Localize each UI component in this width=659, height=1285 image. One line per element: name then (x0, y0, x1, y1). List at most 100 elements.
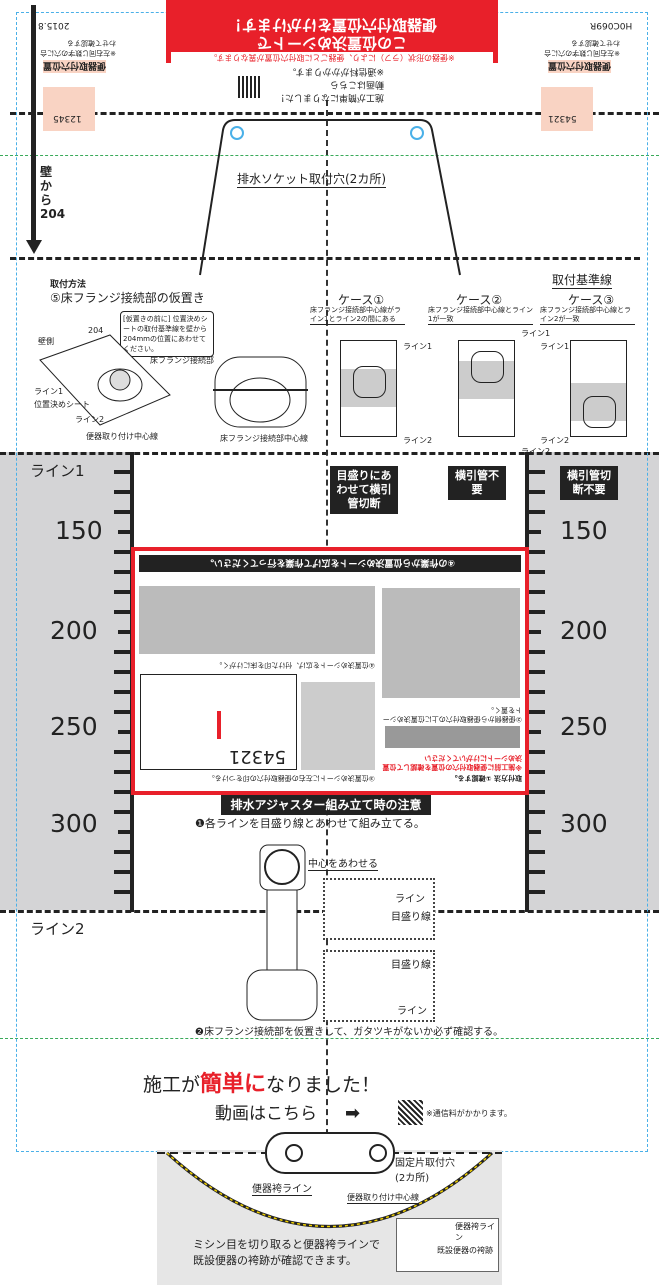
ruler-tick (114, 890, 130, 894)
case-line1-label: ライン1 (403, 342, 433, 351)
top-promo: 施工が簡単になりました！ 動画はこちら ※通信料がかかります。 (266, 64, 384, 103)
red-box-step2: ②便器側から便器取付穴の上に位置決めシートを置く。 (382, 706, 522, 723)
sheet-label: 位置決めシート (34, 400, 90, 409)
ruler-tick (529, 570, 545, 574)
hole-label-right: 便器取付穴位置 (548, 60, 612, 73)
ruler-tick (114, 790, 130, 794)
case-illustration (458, 340, 515, 437)
ruler-tick (114, 570, 130, 574)
ruler-tick (118, 630, 130, 634)
mount-center-label: 便器取り付け中心線 (347, 1193, 419, 1204)
wall-distance: 壁から204 (40, 165, 66, 221)
case-title: ケース③ (568, 293, 615, 307)
case-title: ケース① (338, 293, 385, 307)
ruler-tick (529, 510, 545, 514)
left-ruler-panel (0, 452, 133, 910)
promo-video[interactable]: 動画はこちら (215, 1104, 317, 1124)
ruler-label-right-300: 300 (560, 809, 608, 838)
ruler-tick (529, 670, 545, 674)
ruler-tick (529, 470, 545, 474)
case-desc: 床フランジ接続部中心線とライン2が一致 (540, 306, 635, 325)
ruler-tick (114, 650, 130, 654)
hole-note-left: ※左右同じ数字の穴に合わせて確認する (40, 39, 116, 57)
photo-step2 (382, 588, 520, 698)
ruler-label-right-250: 250 (560, 712, 608, 741)
method-note: [仮置きの前に] 位置決めシートの取付基準線を壁から204mmの位置にあわせてく… (120, 311, 214, 357)
promo-emphasis: 簡単に (200, 1072, 267, 1097)
case-action: 横引管不要 (448, 466, 506, 500)
promo-text: 施工が簡単になりました！ (143, 1066, 380, 1098)
case-line1-label: ライン1 (521, 329, 551, 338)
method-step5: ⑤床フランジ接続部の仮置き (50, 291, 205, 305)
banner-line1: この位置決めシートで (257, 34, 408, 52)
case-flange (583, 396, 616, 428)
photo-step1 (385, 726, 520, 748)
ruler-tick (529, 890, 545, 894)
ruler-tick (529, 530, 541, 534)
ruler-tick (529, 750, 545, 754)
center-align-label: 中心をあわせる (308, 855, 378, 871)
socket-hole-right (410, 126, 424, 140)
ruler-tick (114, 850, 130, 854)
lower-line-label: ライン (397, 1006, 427, 1017)
hole-scale-left: 12345 (53, 113, 82, 123)
ruler-tick (529, 830, 541, 834)
arrow-right-icon: ➡ (345, 1103, 361, 1124)
qr-code[interactable] (398, 1100, 423, 1125)
red-box-warning: ※施工前に便器取付穴の位置を確認して位置決めシートにけがいてください (382, 754, 522, 771)
green-guide-bottom (0, 1038, 659, 1039)
top-promo-text: 施工が簡単になりました！ (275, 92, 384, 102)
ruler-tick (114, 670, 130, 674)
reference-dash-line (10, 257, 640, 260)
case-line2-label: ライン2 (403, 436, 433, 445)
red-box-content: 取付方法 ①確認する。 ※施工前に便器取付穴の位置を確認して位置決めシートにけが… (135, 579, 525, 784)
ruler-tick (114, 490, 130, 494)
detail-lower: 目盛り線 ライン (323, 950, 435, 1022)
ruler-tick (529, 490, 545, 494)
ruler-tick (114, 810, 130, 814)
top-qr-code[interactable] (238, 76, 260, 98)
top-promo-fee: ※通信料がかかります。 (287, 66, 384, 76)
case-illustration (340, 340, 397, 437)
case-flange (353, 366, 386, 398)
fixing-plate (265, 1132, 395, 1174)
ruler-tick (114, 770, 130, 774)
case-band (341, 369, 396, 407)
right-ruler-panel (527, 452, 659, 910)
ruler-label-left-150: 150 (55, 516, 103, 545)
line1-label: ライン1 (30, 462, 85, 480)
inset-trace-label: 既設便器の袴跡 (437, 1246, 493, 1255)
line1-dash (0, 452, 659, 455)
wall-arrow-shaft (31, 5, 36, 245)
top-banner: ※便器の形状（ラフ）により、便器ごとに取付穴位置が異なります。 この位置決めシー… (166, 0, 498, 63)
case-desc: 床フランジ接続部中心線がライン1とライン2の間にある (310, 306, 405, 325)
ruler-label-right-200: 200 (560, 616, 608, 645)
ruler-tick (114, 870, 130, 874)
case-band (459, 361, 514, 399)
green-guide-top (0, 155, 659, 156)
skirt-line-svg (157, 1151, 502, 1228)
skirt-inset: 便器袴ライン 既設便器の袴跡 (396, 1218, 499, 1272)
case-line2-label: ライン2 (521, 447, 551, 456)
date: 2015.8 (38, 20, 70, 30)
red-box-step1: 取付方法 ①確認する。 (450, 774, 522, 782)
red-box-step4: ④位置決めシートを広げ、付けた印を床にけがく。 (215, 661, 375, 669)
case-line1-label: ライン1 (540, 342, 570, 351)
ruler-tick (114, 470, 130, 474)
ruler-tick (529, 850, 545, 854)
case-action: 横引管切断不要 (560, 466, 618, 500)
red-instruction-box: ④の作業から位置決めシートを広げて作業を行ってください。 取付方法 ①確認する。… (131, 547, 529, 795)
upper-line-label: ライン (395, 894, 425, 905)
case-title: ケース② (456, 293, 503, 307)
hole-scale-right: 54321 (548, 113, 577, 123)
detail-scale: 54321 (228, 746, 286, 767)
socket-hole-left (230, 126, 244, 140)
sheet-line2-label: ライン2 (75, 415, 105, 424)
ruler-tick (529, 650, 545, 654)
top-dash-line (10, 112, 659, 115)
drain-socket-plate (199, 119, 461, 276)
wall-side-label: 壁側 (38, 337, 54, 346)
ruler-tick (114, 690, 130, 694)
flange-center-label: 床フランジ接続部中心線 (220, 434, 308, 443)
adjuster-step2: ❷床フランジ接続部を仮置きして、ガタツキがないか必ず確認する。 (195, 1027, 504, 1038)
